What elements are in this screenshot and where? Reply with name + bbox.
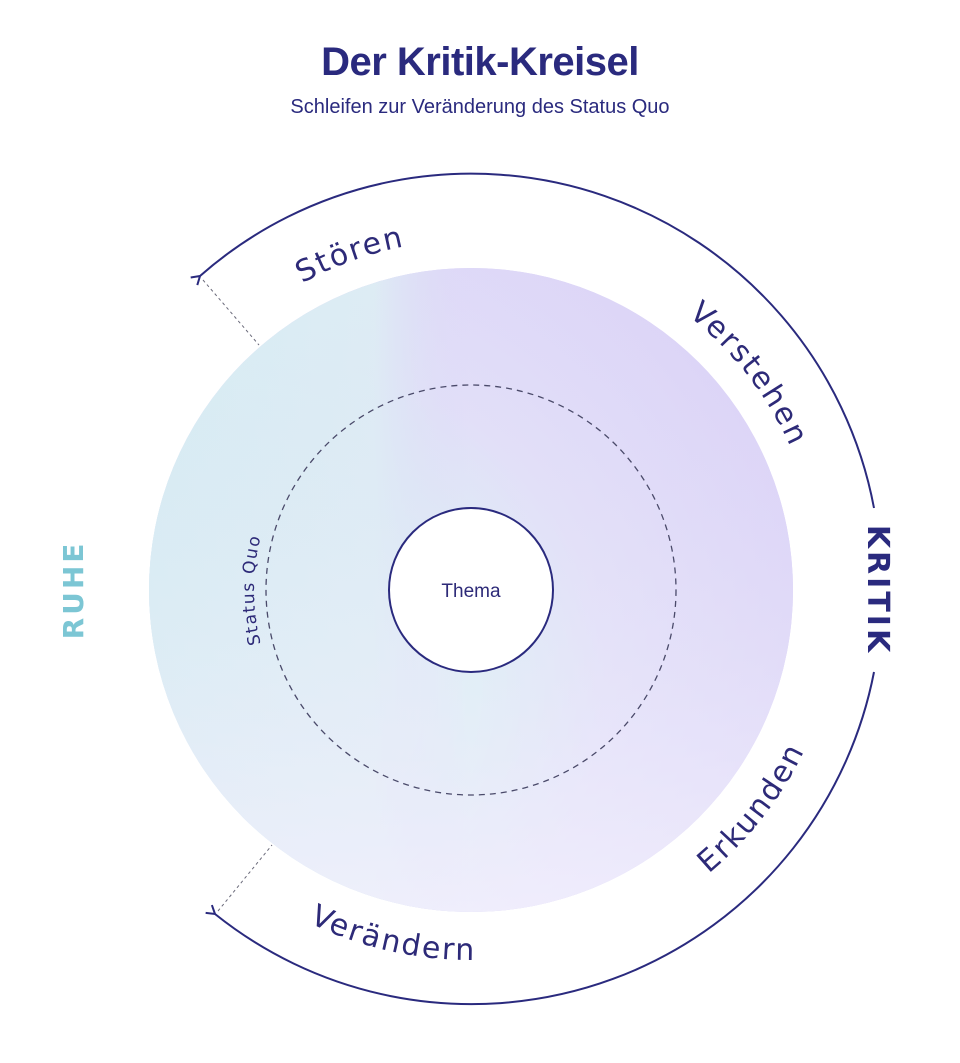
kritik-label: KRITIK [860,525,895,655]
status-quo-ring [265,384,677,796]
page-title: Der Kritik-Kreisel [321,40,639,84]
ruhe-label: RUHE [57,541,90,640]
loop-arc-bottom [205,671,875,1006]
thema-label: Thema [441,581,501,602]
loop-arc-top [190,172,875,509]
page-subtitle: Schleifen zur Veränderung des Status Quo [290,96,670,118]
connector-top [202,279,260,346]
connector-bottom [217,844,273,912]
thema-node[interactable]: Thema [388,507,554,673]
